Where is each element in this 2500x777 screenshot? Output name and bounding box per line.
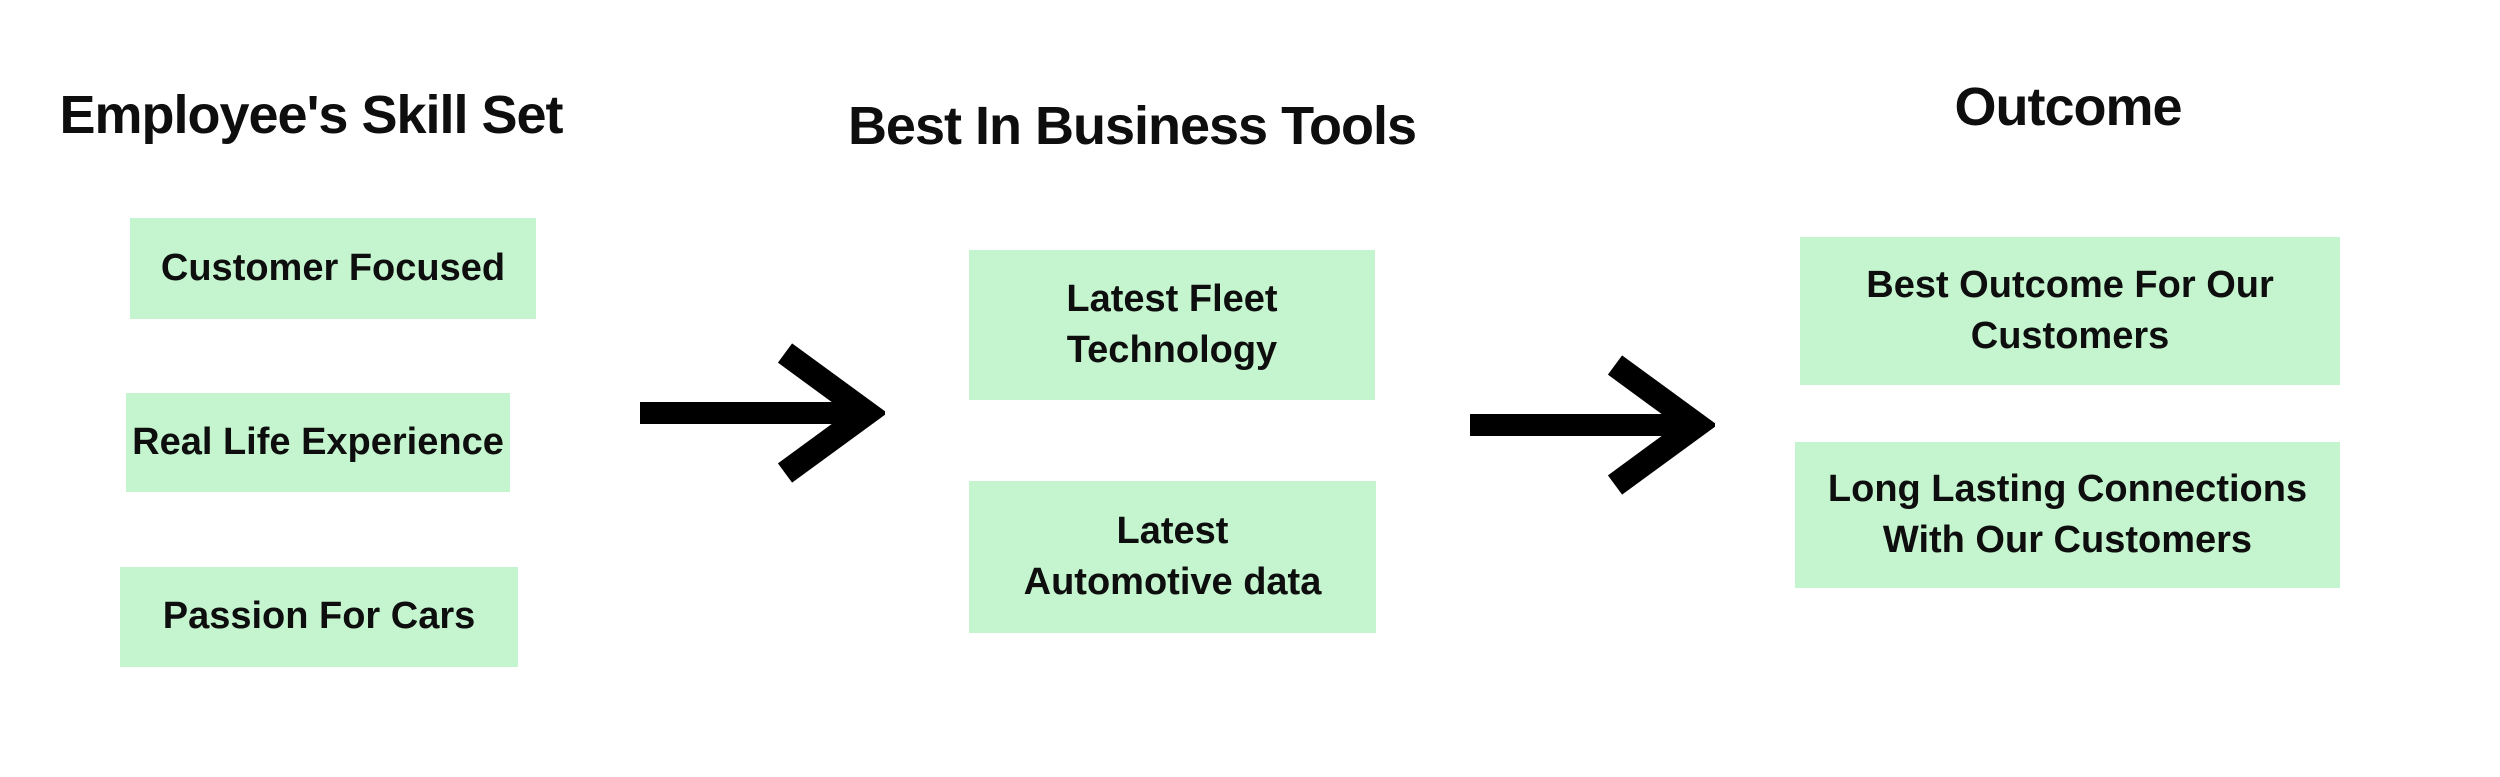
skill-box-customer-focused: Customer Focused — [130, 218, 536, 319]
column-title-outcome: Outcome — [1954, 77, 2182, 137]
flow-arrow-skills-to-tools — [640, 343, 885, 483]
tool-box-latest-fleet-technology: Latest Fleet Technology — [969, 250, 1375, 400]
outcome-box-best-outcome-label: Best Outcome For Our Customers — [1866, 263, 2274, 357]
skill-box-passion-for-cars: Passion For Cars — [120, 567, 518, 667]
flow-arrow-tools-to-outcome — [1470, 355, 1715, 495]
outcome-box-best-outcome-for-our-customers: Best Outcome For Our Customers — [1800, 237, 2340, 385]
outcome-box-long-lasting-connections: Long Lasting Connections With Our Custom… — [1795, 442, 2340, 588]
skill-box-real-life-experience: Real Life Experience — [126, 393, 510, 492]
skill-box-customer-focused-label: Customer Focused — [160, 246, 506, 289]
tool-box-latest-fleet-technology-label: Latest Fleet Technology — [1066, 277, 1278, 371]
outcome-box-long-lasting-connections-label: Long Lasting Connections With Our Custom… — [1827, 467, 2308, 561]
tool-box-latest-automotive-data: Latest Automotive data — [969, 481, 1376, 633]
column-title-best-in-business-tools: Best In Business Tools — [847, 96, 1417, 156]
skill-box-passion-for-cars-label: Passion For Cars — [162, 595, 476, 638]
tool-box-latest-automotive-data-label: Latest Automotive data — [1023, 509, 1322, 603]
skill-box-real-life-experience-label: Real Life Experience — [132, 420, 504, 463]
column-title-employees-skill-set: Employee's Skill Set — [59, 85, 563, 145]
